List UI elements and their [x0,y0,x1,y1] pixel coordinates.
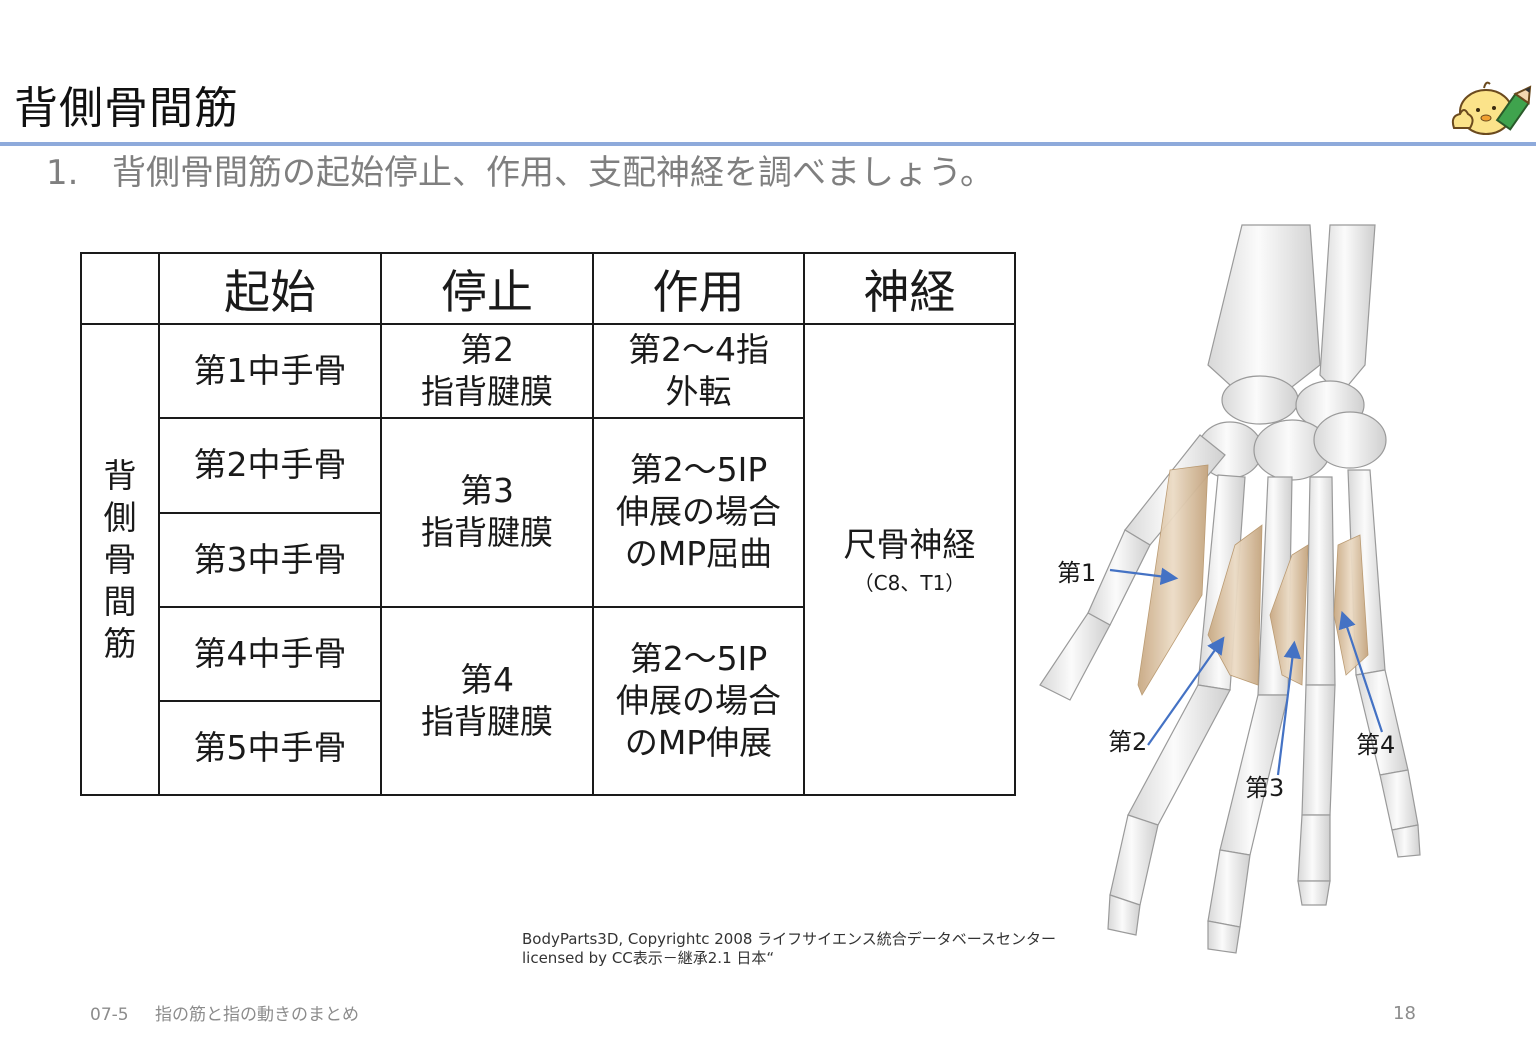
figure-label-2: 第2 [1108,728,1148,756]
origin-cell: 第2中手骨 [158,417,382,514]
header-nerve: 神経 [803,252,1016,325]
muscle-summary-table: 起始 停止 作用 神経 背 側 骨 間 筋 第1中手骨 第2 指背腱膜 第2～4… [80,252,1016,796]
muscle-name-vertical: 背 側 骨 間 筋 [80,323,160,796]
origin-cell: 第1中手骨 [158,323,382,419]
title-divider [0,142,1536,146]
table-row: 背 側 骨 間 筋 第1中手骨 第2 指背腱膜 第2～4指 外転 尺骨神経 （C… [80,323,1016,796]
nerve-roots: （C8、T1） [853,570,966,595]
image-credit: BodyParts3D, Copyrightc 2008 ライフサイエンス統合デ… [522,930,1056,968]
slide-title: 背側骨間筋 [14,83,239,134]
vlabel-char: 間 [103,581,137,621]
vlabel-char: 側 [103,497,137,537]
insertion-line: 指背腱膜 [421,701,553,741]
arrow-3 [1276,640,1302,776]
chick-with-pencil-icon [1451,81,1532,135]
table-header-row: 起始 停止 作用 神経 [80,252,1016,325]
nerve-name: 尺骨神経 [843,524,976,564]
origin-cell: 第5中手骨 [158,699,382,796]
credit-line-2: licensed by CC表示－継承2.1 日本“ [522,949,775,967]
hand-skeleton-illustration [1039,224,1421,954]
action-line: 第2～5IP [629,638,768,678]
action-line: 第2～4指 [628,330,769,369]
origin-cell: 第3中手骨 [158,511,382,608]
page-number: 18 [1393,1003,1416,1024]
vlabel-char: 背 [103,455,137,495]
chapter-code: 07-5 [90,1005,129,1025]
figure-label-4: 第4 [1356,731,1396,759]
action-line: のMP屈曲 [624,534,773,574]
arrow-1 [1109,567,1179,586]
action-line: 伸展の場合 [616,492,781,532]
table-row: 第3 指背腱膜 第2～5IP 伸展の場合 のMP屈曲 [81,417,1015,608]
instruction-body: 背側骨間筋の起始停止、作用、支配神経を調べましょう。 [112,153,994,193]
insertion-cell: 第3 指背腱膜 [380,417,594,608]
insertion-line: 指背腱膜 [421,372,553,411]
header-origin: 起始 [158,252,382,325]
header-action: 作用 [592,252,805,325]
insertion-cell: 第2 指背腱膜 [380,323,594,419]
arrow-2 [1147,636,1225,746]
action-line: 伸展の場合 [616,680,781,720]
figure-label-1: 第1 [1057,559,1097,587]
insertion-line: 指背腱膜 [421,513,553,553]
instruction-text: 1. 背側骨間筋の起始停止、作用、支配神経を調べましょう。 [46,145,994,194]
insertion-line: 第4 [460,659,514,699]
action-cell: 第2～5IP 伸展の場合 のMP屈曲 [592,417,805,608]
vlabel-char: 骨 [103,539,137,579]
nerve-cell: 尺骨神経 （C8、T1） [803,323,1016,796]
action-line: のMP伸展 [624,722,773,762]
action-cell: 第2～5IP 伸展の場合 のMP伸展 [592,605,805,796]
action-line: 第2～5IP [629,450,768,490]
table-row: 第5中手骨 [81,699,1015,796]
footer-chapter: 07-5 指の筋と指の動きのまとめ [90,1000,359,1025]
header-insertion: 停止 [380,252,594,325]
action-cell: 第2～4指 外転 [592,323,805,419]
figure-label-3: 第3 [1245,774,1285,802]
insertion-cell: 第4 指背腱膜 [380,605,594,796]
instruction-number: 1. [46,153,79,193]
header-empty [80,252,160,325]
origin-cell: 第4中手骨 [158,605,382,702]
vlabel-char: 筋 [103,623,137,663]
insertion-line: 第2 [460,330,514,369]
arrow-4 [1338,610,1384,733]
muscle-4 [1333,534,1369,676]
chapter-title: 指の筋と指の動きのまとめ [155,1005,359,1025]
action-line: 外転 [665,372,732,411]
insertion-line: 第3 [460,471,514,511]
credit-line-1: BodyParts3D, Copyrightc 2008 ライフサイエンス統合デ… [522,930,1056,948]
